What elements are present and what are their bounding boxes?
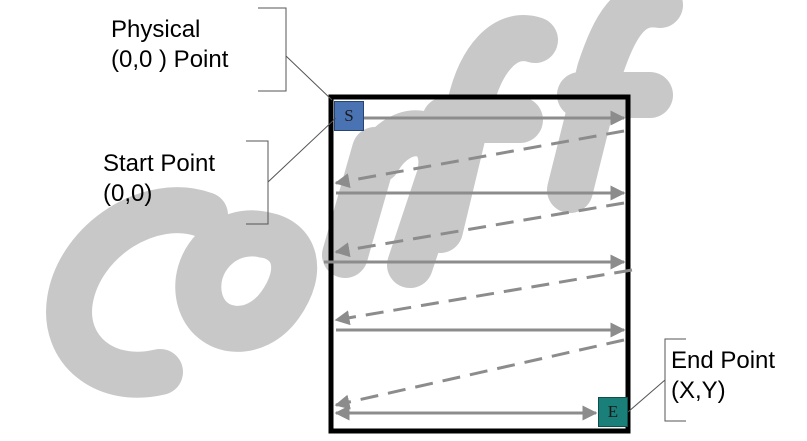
physical-label-line1: Physical: [111, 16, 201, 43]
start-marker-fill: [334, 101, 364, 131]
end-label-line2: (X,Y): [671, 377, 726, 404]
start-marker: S: [334, 101, 364, 131]
end-point-label: End Point (X,Y): [671, 346, 775, 406]
return-arrow-4: [334, 338, 625, 410]
start-label-line2: (0,0): [103, 180, 153, 207]
callouts: [246, 7, 686, 422]
end-marker-fill: [598, 397, 628, 427]
physical-bracket: [258, 7, 287, 92]
end-marker: E: [598, 397, 628, 427]
return-arrow-2: [334, 201, 625, 258]
watermark-letter-c: [46, 187, 228, 398]
physical-point-label: Physical (0,0 ) Point: [111, 15, 228, 75]
return-arrow-1: [334, 129, 625, 188]
end-label-line1: End Point: [671, 347, 776, 374]
start-leader: [267, 117, 337, 183]
start-point-label: Start Point (0,0): [103, 149, 215, 209]
watermark-letter-f1: [417, 15, 558, 253]
scan-paths: [324, 110, 633, 421]
frame-rectangle: [328, 94, 631, 434]
end-leader: [627, 379, 666, 413]
start-label-line1: Start Point: [103, 150, 216, 177]
return-arrow-3: [334, 268, 633, 326]
start-bracket: [246, 140, 269, 225]
physical-label-line2: (0,0 ) Point: [111, 46, 229, 73]
confidential-watermark: [46, 0, 683, 398]
physical-leader: [285, 55, 333, 101]
watermark-letter-o: [175, 210, 318, 352]
